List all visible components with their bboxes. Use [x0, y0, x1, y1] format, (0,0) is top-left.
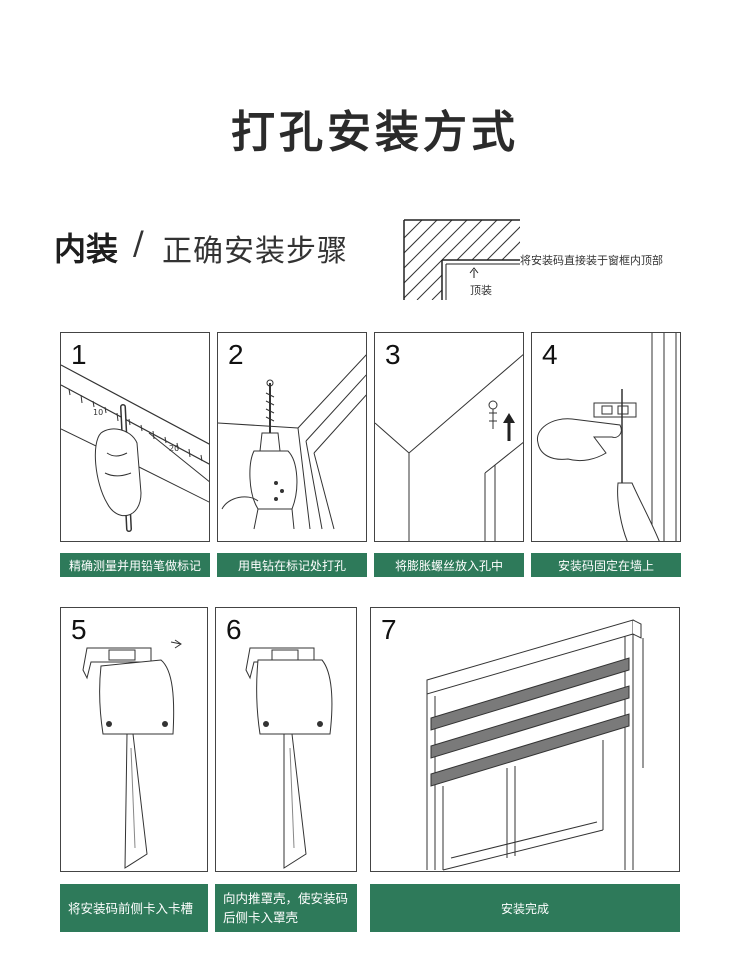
step-2-panel: 2	[217, 332, 367, 542]
subtitle-text: 正确安装步骤	[162, 234, 348, 269]
diagram-note: 将安装码直接装于窗框内顶部	[520, 254, 663, 267]
step-3-illustration	[375, 354, 523, 541]
step-7-illustration	[426, 619, 644, 871]
ruler-mark: 10	[93, 408, 103, 417]
step-5-illustration	[82, 639, 182, 869]
step-1-illustration: 10 20	[61, 364, 209, 532]
step-4-caption: 安装码固定在墙上	[531, 553, 681, 577]
step-7-panel: 7	[370, 607, 680, 872]
top-mount-diagram	[403, 219, 520, 300]
ruler-mark: 20	[169, 444, 179, 453]
step-6-illustration	[245, 647, 333, 869]
step-number: 2	[228, 339, 244, 370]
step-number: 4	[542, 339, 558, 370]
step-6-caption: 向内推罩壳，使安装码后侧卡入罩壳	[215, 884, 357, 932]
step-1-caption: 精确测量并用铅笔做标记	[60, 553, 210, 577]
step-5-caption: 将安装码前侧卡入卡槽	[60, 884, 208, 932]
subtitle-slash: /	[133, 224, 144, 262]
step-6-panel: 6	[215, 607, 357, 872]
step-number: 1	[71, 339, 87, 370]
subtitle-strong: 内装	[54, 230, 119, 268]
step-number: 7	[381, 614, 397, 645]
step-number: 5	[71, 614, 87, 645]
step-7-caption: 安装完成	[370, 884, 680, 932]
step-4-panel: 4	[531, 332, 681, 542]
step-3-panel: 3	[374, 332, 524, 542]
page-title: 打孔安装方式	[231, 107, 519, 158]
step-4-illustration	[536, 333, 677, 541]
step-1-panel: 1 10 20	[60, 332, 210, 542]
step-number: 6	[226, 614, 242, 645]
step-3-caption: 将膨胀螺丝放入孔中	[374, 553, 524, 577]
step-number: 3	[385, 339, 401, 370]
diagram-top-label: 顶装	[470, 284, 492, 297]
step-2-illustration	[218, 354, 366, 530]
step-5-panel: 5	[60, 607, 208, 872]
step-2-caption: 用电钻在标记处打孔	[217, 553, 367, 577]
